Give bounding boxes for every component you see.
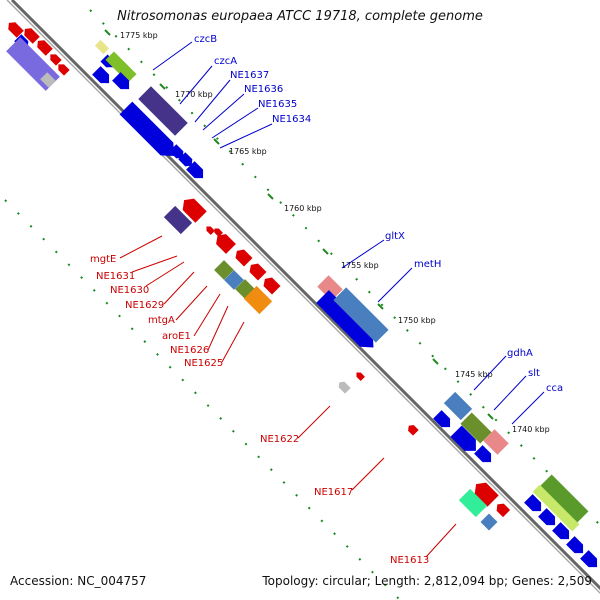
gene-label-metH[interactable]: metH	[414, 259, 441, 270]
gene-label-NE1617[interactable]: NE1617	[314, 487, 353, 498]
reverse-gene-labels: mgtE NE1631 NE1630 NE1629 mtgA aroE1 NE1…	[90, 254, 429, 566]
gene-arrow	[316, 290, 374, 348]
gene-box	[460, 412, 492, 444]
genome-summary-text: Topology: circular; Length: 2,812,094 bp…	[262, 574, 592, 588]
scale-tick	[487, 413, 494, 420]
gene-box	[224, 270, 244, 290]
gene-arrow	[50, 54, 62, 66]
gene-label-gltX[interactable]: gltX	[385, 231, 405, 242]
guide-tracks	[4, 9, 600, 600]
gene-label-cca[interactable]: cca	[546, 383, 563, 394]
gene-label-aroE1[interactable]: aroE1	[162, 331, 191, 342]
gene-box	[443, 391, 473, 421]
scale-label: 1745 kbp	[455, 370, 493, 379]
gene-label-NE1637[interactable]: NE1637	[230, 70, 269, 81]
gene-box	[537, 474, 589, 526]
scale-label: 1760 kbp	[284, 204, 322, 213]
gene-arrow	[206, 226, 215, 235]
gene-box	[163, 205, 193, 235]
scale-label: 1775 kbp	[120, 31, 158, 40]
gene-arrow	[408, 425, 419, 436]
gene-arrow	[249, 263, 267, 281]
scale-tick	[432, 358, 439, 365]
gene-box	[333, 287, 389, 343]
gene-box	[214, 260, 234, 280]
gene-arrow	[356, 372, 365, 381]
gene-arrow	[24, 28, 40, 44]
gene-box	[105, 51, 137, 83]
gene-label-NE1613[interactable]: NE1613	[390, 555, 429, 566]
scale-label: 1770 kbp	[175, 90, 213, 99]
gene-box	[94, 39, 110, 55]
gene-label-NE1629[interactable]: NE1629	[125, 300, 164, 311]
gene-arrow	[474, 482, 499, 507]
gene-label-NE1631[interactable]: NE1631	[96, 271, 135, 282]
gene-label-czcA[interactable]: czcA	[214, 56, 237, 67]
forward-gene-callouts	[152, 41, 545, 425]
gene-arrow	[235, 249, 253, 267]
gene-box	[138, 86, 188, 136]
scale-label: 1755 kbp	[341, 261, 379, 270]
gene-label-gdhA[interactable]: gdhA	[507, 348, 533, 359]
reverse-gene-callouts	[119, 235, 457, 558]
gene-arrow	[119, 101, 175, 157]
gene-box	[40, 72, 56, 88]
gene-label-NE1630[interactable]: NE1630	[110, 285, 149, 296]
gene-label-NE1626[interactable]: NE1626	[170, 345, 209, 356]
gene-label-czcB[interactable]: czcB	[194, 34, 217, 45]
gene-label-slt[interactable]: slt	[528, 368, 540, 379]
gene-arrow	[433, 410, 451, 428]
scale-ticks	[104, 29, 494, 420]
scale-tick	[377, 303, 384, 310]
gene-label-mtgA[interactable]: mtgA	[148, 315, 175, 326]
scale-label: 1765 kbp	[229, 147, 267, 156]
gene-arrow	[496, 503, 511, 518]
gene-arrow	[338, 381, 351, 394]
gene-arrow	[450, 425, 476, 451]
gene-box	[317, 275, 343, 301]
gene-box	[532, 484, 580, 532]
scale-labels: 1775 kbp 1770 kbp 1765 kbp 1760 kbp 1755…	[120, 31, 550, 434]
scale-tick	[159, 83, 166, 90]
gene-arrow	[263, 277, 281, 295]
gene-label-NE1622[interactable]: NE1622	[260, 434, 299, 445]
guide-track	[4, 199, 401, 600]
scale-label: 1750 kbp	[398, 316, 436, 325]
scale-tick	[104, 29, 111, 36]
scale-label: 1740 kbp	[512, 425, 550, 434]
gene-arrow	[566, 536, 584, 554]
gene-label-NE1634[interactable]: NE1634	[272, 114, 311, 125]
reverse-strand-features	[6, 22, 511, 531]
scale-tick	[213, 138, 220, 145]
gene-arrow	[37, 40, 53, 56]
gene-label-NE1625[interactable]: NE1625	[184, 358, 223, 369]
genome-backbone	[6, 0, 600, 595]
forward-gene-labels: czcB czcA NE1637 NE1636 NE1635 NE1634 gl…	[194, 34, 563, 394]
map-title: Nitrosomonas europaea ATCC 19718, comple…	[117, 9, 483, 24]
gene-label-NE1635[interactable]: NE1635	[258, 99, 297, 110]
gene-box	[243, 285, 273, 315]
gene-label-NE1636[interactable]: NE1636	[244, 84, 283, 95]
gene-box	[458, 488, 488, 518]
scale-tick	[267, 193, 274, 200]
gene-arrow	[580, 550, 598, 568]
scale-tick	[322, 248, 329, 255]
gene-box	[483, 429, 509, 455]
gene-arrow	[8, 22, 24, 38]
gene-box	[480, 513, 498, 531]
gene-label-mgtE[interactable]: mgtE	[90, 254, 116, 265]
accession-text: Accession: NC_004757	[10, 574, 147, 588]
gene-arrow	[182, 198, 207, 223]
